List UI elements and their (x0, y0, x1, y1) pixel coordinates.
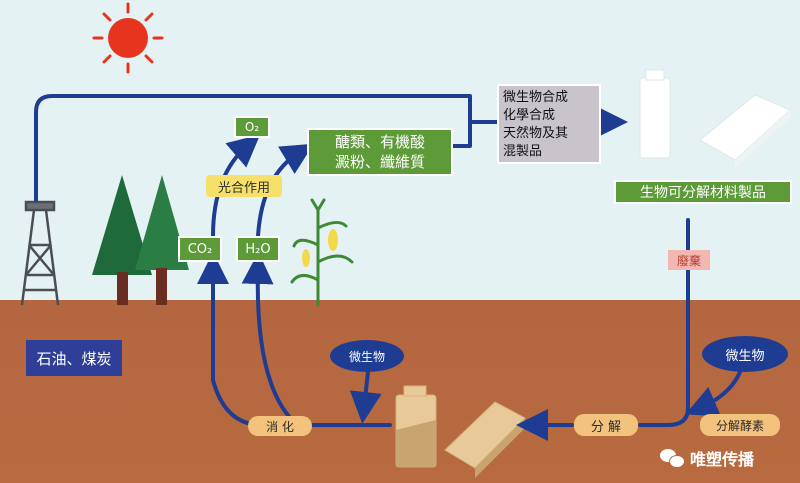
microbe-right-label: 微生物 (702, 336, 788, 372)
decomposing-bottle-icon (395, 385, 437, 468)
waste-label: 廢棄 (668, 250, 710, 270)
oxygen-label: O₂ (234, 116, 270, 138)
co2-label: CO₂ (178, 236, 222, 262)
decompose-label: 分 解 (574, 414, 638, 436)
fossil-fuels-label: 石油、煤炭 (26, 340, 122, 376)
photosynthesis-label: 光合作用 (206, 175, 282, 197)
h2o-label: H₂O (236, 236, 280, 262)
organic-compounds-label: 醣類、有機酸 澱粉、纖維質 (307, 128, 453, 176)
watermark: 唯塑传播 (660, 440, 794, 476)
oil-derrick-icon (20, 200, 60, 306)
tree-icon (92, 175, 189, 305)
biodegradable-product-label: 生物可分解材料製品 (614, 180, 792, 204)
product-tray-icon (699, 94, 791, 168)
watermark-text: 唯塑传播 (690, 450, 755, 469)
corn-plant-icon (290, 198, 354, 307)
microbe-left-label: 微生物 (330, 340, 404, 372)
digest-label: 消 化 (248, 416, 312, 436)
product-bottle-icon (639, 69, 671, 159)
sun-icon (92, 2, 164, 74)
wechat-icon (660, 447, 685, 469)
synthesis-label: 微生物合成 化學合成 天然物及其 混製品 (497, 84, 601, 164)
enzyme-label: 分解酵素 (700, 414, 780, 436)
